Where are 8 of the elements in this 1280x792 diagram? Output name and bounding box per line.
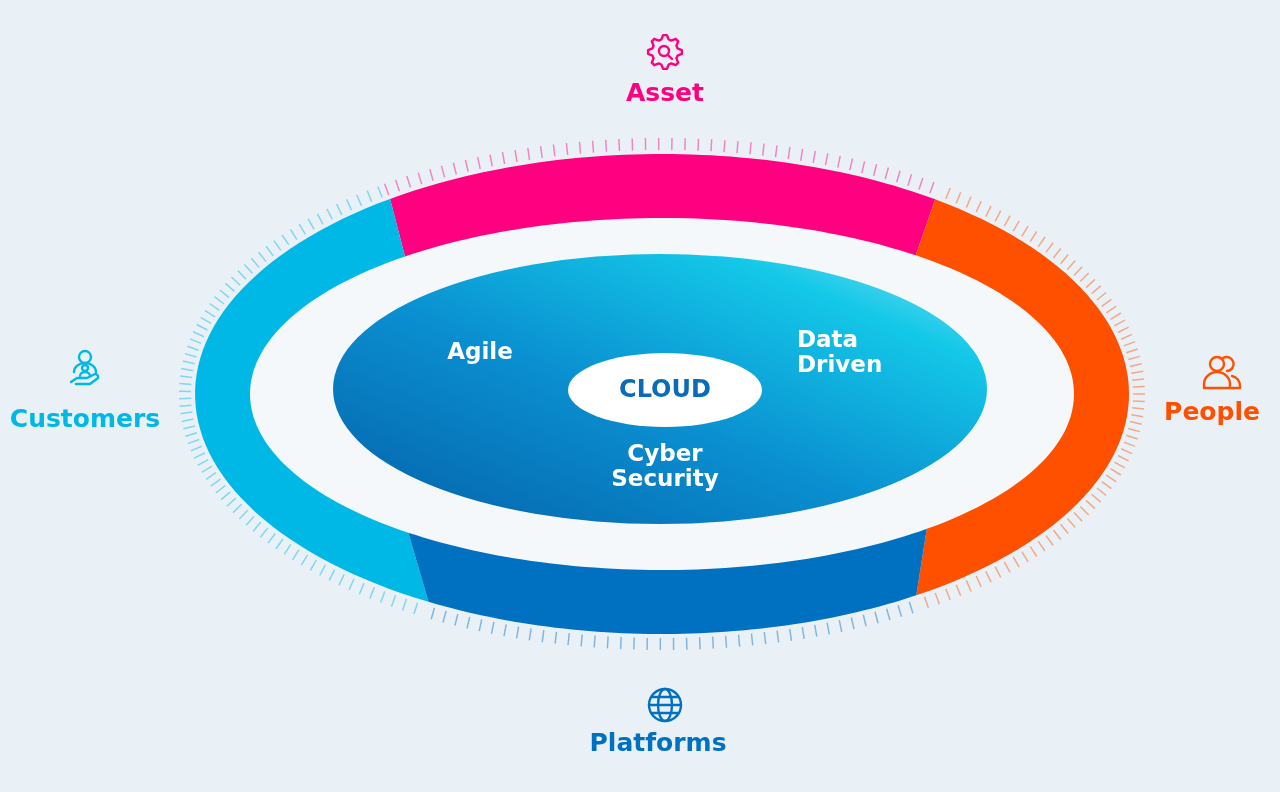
segment-label: People [1164, 397, 1260, 425]
segment-label: Asset [626, 78, 704, 106]
ellipse-label: Cyber Security [610, 441, 720, 491]
ellipse-label: Agile [447, 338, 513, 364]
core-label: CLOUD [619, 377, 711, 403]
segment-label: Customers [9, 404, 161, 432]
ellipse-label: Data Driven [797, 327, 884, 377]
segment-label: Platforms [589, 728, 727, 756]
